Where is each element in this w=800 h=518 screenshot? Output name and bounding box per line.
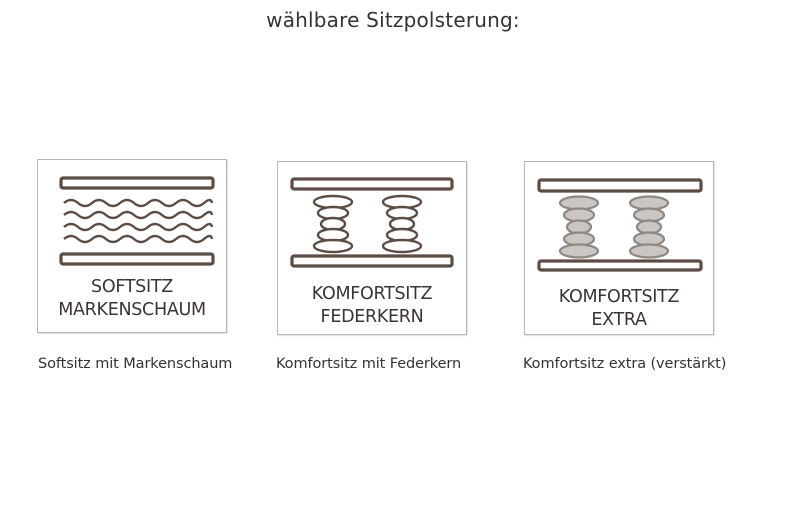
option-caption-softsitz: Softsitz mit Markenschaum <box>38 356 233 372</box>
option-card-softsitz[interactable]: SOFTSITZ MARKENSCHAUM <box>37 159 227 333</box>
option-label-line1: KOMFORTSITZ <box>311 284 433 304</box>
option-card-extra[interactable]: KOMFORTSITZ EXTRA <box>524 161 714 335</box>
option-label-line2: FEDERKERN <box>320 307 424 327</box>
option-label-line2: MARKENSCHAUM <box>58 300 206 320</box>
option-label-line2: EXTRA <box>591 310 647 330</box>
page-title: wählbare Sitzpolsterung: <box>266 8 520 32</box>
option-caption-extra: Komfortsitz extra (verstärkt) <box>523 356 727 372</box>
reinforced-spring-core-icon <box>537 178 703 272</box>
option-label-line1: SOFTSITZ <box>91 277 173 297</box>
spring-core-icon <box>290 177 454 268</box>
option-label-line1: KOMFORTSITZ <box>558 287 680 307</box>
option-card-federkern[interactable]: KOMFORTSITZ FEDERKERN <box>277 161 467 335</box>
option-caption-federkern: Komfortsitz mit Federkern <box>276 356 462 372</box>
foam-layers-icon <box>59 176 215 266</box>
